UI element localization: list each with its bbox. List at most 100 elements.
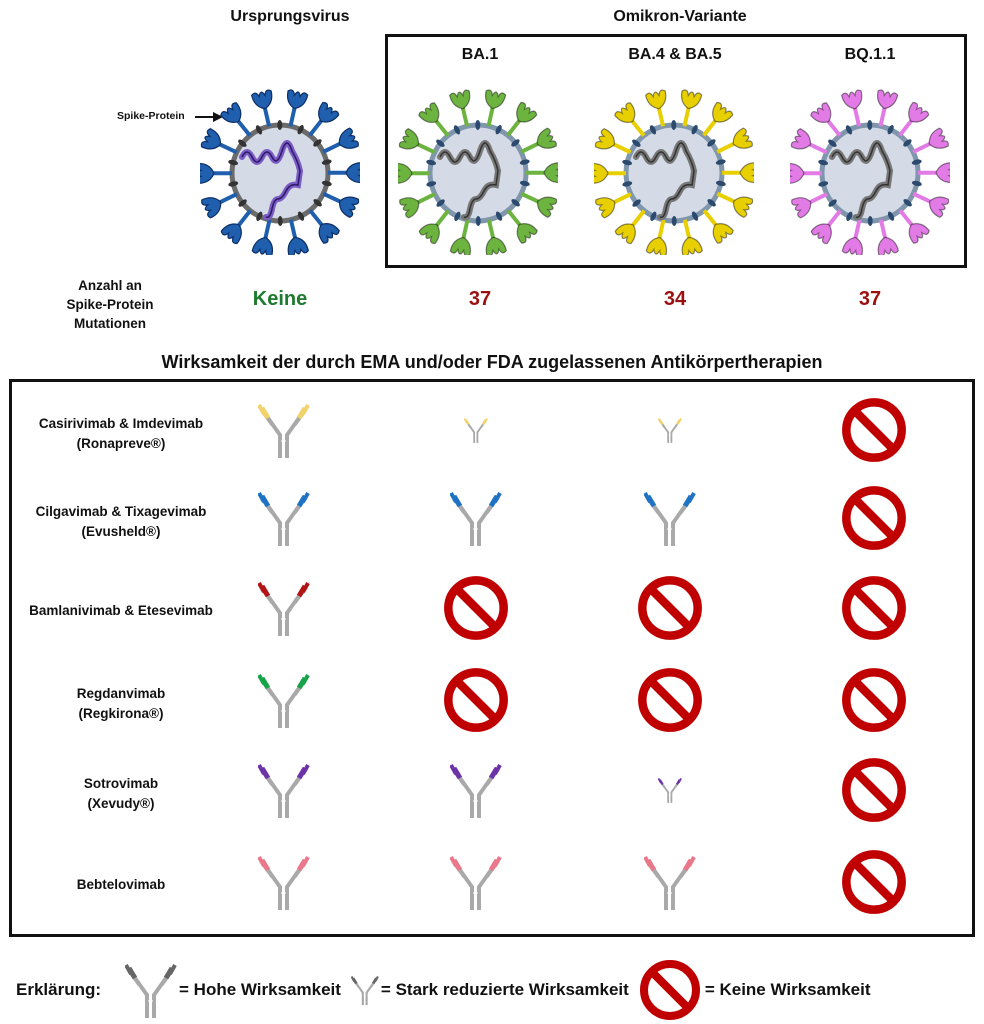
spike-head xyxy=(485,236,507,255)
variant-heading-ba1: BA.1 xyxy=(461,46,499,63)
efficacy-cell-none xyxy=(436,660,516,740)
virus-original xyxy=(200,89,360,255)
antibody-high-icon xyxy=(450,764,502,818)
spike-protein xyxy=(853,219,862,240)
spike-protein xyxy=(322,141,343,154)
antibody-name: Bebtelovimab xyxy=(76,877,166,892)
efficacy-cell-high xyxy=(436,478,516,558)
row-label: Casirivimab & Imdevimab (Ronapreve®) xyxy=(10,414,232,454)
spike-head xyxy=(614,102,636,123)
antibody-name: Casirivimab & Imdevimab xyxy=(38,416,204,431)
no-symbol-icon xyxy=(842,486,906,550)
efficacy-cell-high xyxy=(244,660,324,740)
spike-protein xyxy=(716,141,737,154)
spike-head xyxy=(449,236,472,255)
spike-protein xyxy=(898,209,915,228)
efficacy-cell-reduced xyxy=(630,750,710,830)
spike-protein xyxy=(506,118,522,137)
efficacy-cell-none xyxy=(834,750,914,830)
spike-protein xyxy=(415,141,436,155)
efficacy-cell-none xyxy=(834,842,914,922)
spike-head xyxy=(908,223,930,244)
table-title: Wirksamkeit der durch EMA und/oder FDA z… xyxy=(161,352,823,372)
spike-head xyxy=(398,162,413,184)
spike-protein xyxy=(657,219,666,240)
efficacy-table-box xyxy=(9,379,975,937)
spike-protein xyxy=(520,141,541,154)
antibody-name: Regdanvimab xyxy=(76,686,166,701)
spike-protein xyxy=(702,209,719,228)
efficacy-cell-high xyxy=(436,750,516,830)
spike-head xyxy=(680,89,703,110)
efficacy-cell-none xyxy=(436,568,516,648)
mutation-label-line: Spike-Protein xyxy=(66,297,154,312)
spike-head xyxy=(877,236,899,255)
spike-head xyxy=(220,223,242,245)
legend-title: Erklärung: xyxy=(16,980,102,999)
efficacy-cell-high xyxy=(630,478,710,558)
antibody-high-icon xyxy=(258,674,310,728)
spike-protein xyxy=(434,209,450,228)
spike-head xyxy=(681,236,703,255)
efficacy-cell-high xyxy=(630,842,710,922)
spike-protein xyxy=(912,141,933,154)
spike-head xyxy=(287,236,309,255)
spike-head xyxy=(251,89,273,110)
antibody-high-icon xyxy=(450,492,502,546)
spike-protein xyxy=(461,219,470,240)
spike-head xyxy=(935,162,950,184)
antibody-high-icon xyxy=(644,492,696,546)
efficacy-cell-high xyxy=(244,568,324,648)
spike-head xyxy=(220,102,242,123)
spike-protein xyxy=(486,219,496,240)
spike-head xyxy=(594,128,616,150)
antibody-high-legend-icon xyxy=(125,964,177,1018)
antibody-high-icon xyxy=(258,856,310,910)
antibody-brand: (Xevudy®) xyxy=(87,796,155,811)
row-label: Bebtelovimab xyxy=(10,875,232,895)
spike-head xyxy=(418,223,440,245)
spike-head xyxy=(928,127,949,149)
antibody-name: Sotrovimab xyxy=(83,776,159,791)
legend-high-text: = Hohe Wirksamkeit xyxy=(179,980,341,999)
antibody-reduced-icon xyxy=(658,418,682,443)
spike-head xyxy=(200,162,215,184)
spike-protein xyxy=(520,191,541,205)
spike-protein xyxy=(486,106,495,127)
no-symbol-icon xyxy=(444,668,508,732)
spike-protein-label: Spike-Protein xyxy=(117,110,185,122)
antibody-high-icon xyxy=(644,856,696,910)
spike-head xyxy=(790,128,812,150)
antibody-brand: (Ronapreve®) xyxy=(76,436,166,451)
spike-head xyxy=(449,89,471,110)
spike-head xyxy=(732,196,754,218)
spike-head xyxy=(318,101,340,123)
efficacy-cell-reduced xyxy=(630,390,710,470)
legend: Erklärung: = Hohe Wirksamkeit xyxy=(16,960,871,1020)
arrow-right-icon xyxy=(195,112,223,122)
spike-head xyxy=(516,101,538,123)
omicron-variants-box xyxy=(385,34,967,268)
omicron-group-heading: Omikron-Variante xyxy=(613,8,747,25)
no-symbol-icon xyxy=(842,668,906,732)
row-label: Bamlanivimab & Etesevimab xyxy=(10,601,232,621)
antibody-name: Bamlanivimab & Etesevimab xyxy=(29,603,213,618)
spike-protein xyxy=(807,192,828,205)
virus-ba4-ba5 xyxy=(594,89,754,255)
spike-protein xyxy=(236,209,252,228)
spike-head xyxy=(594,162,609,184)
spike-protein xyxy=(898,118,914,137)
spike-head xyxy=(251,236,274,255)
spike-head xyxy=(790,162,805,184)
spike-protein xyxy=(807,141,828,155)
antibody-brand: (Regkirona®) xyxy=(78,706,164,721)
antibody-high-icon xyxy=(258,404,310,458)
spike-head xyxy=(536,127,557,149)
mutation-count-original: Keine xyxy=(252,288,308,310)
virus-bq11 xyxy=(790,89,950,255)
no-symbol-icon xyxy=(638,668,702,732)
spike-protein xyxy=(878,106,887,127)
efficacy-cell-high xyxy=(436,842,516,922)
antibody-high-icon xyxy=(258,582,310,636)
spike-head xyxy=(484,89,507,110)
